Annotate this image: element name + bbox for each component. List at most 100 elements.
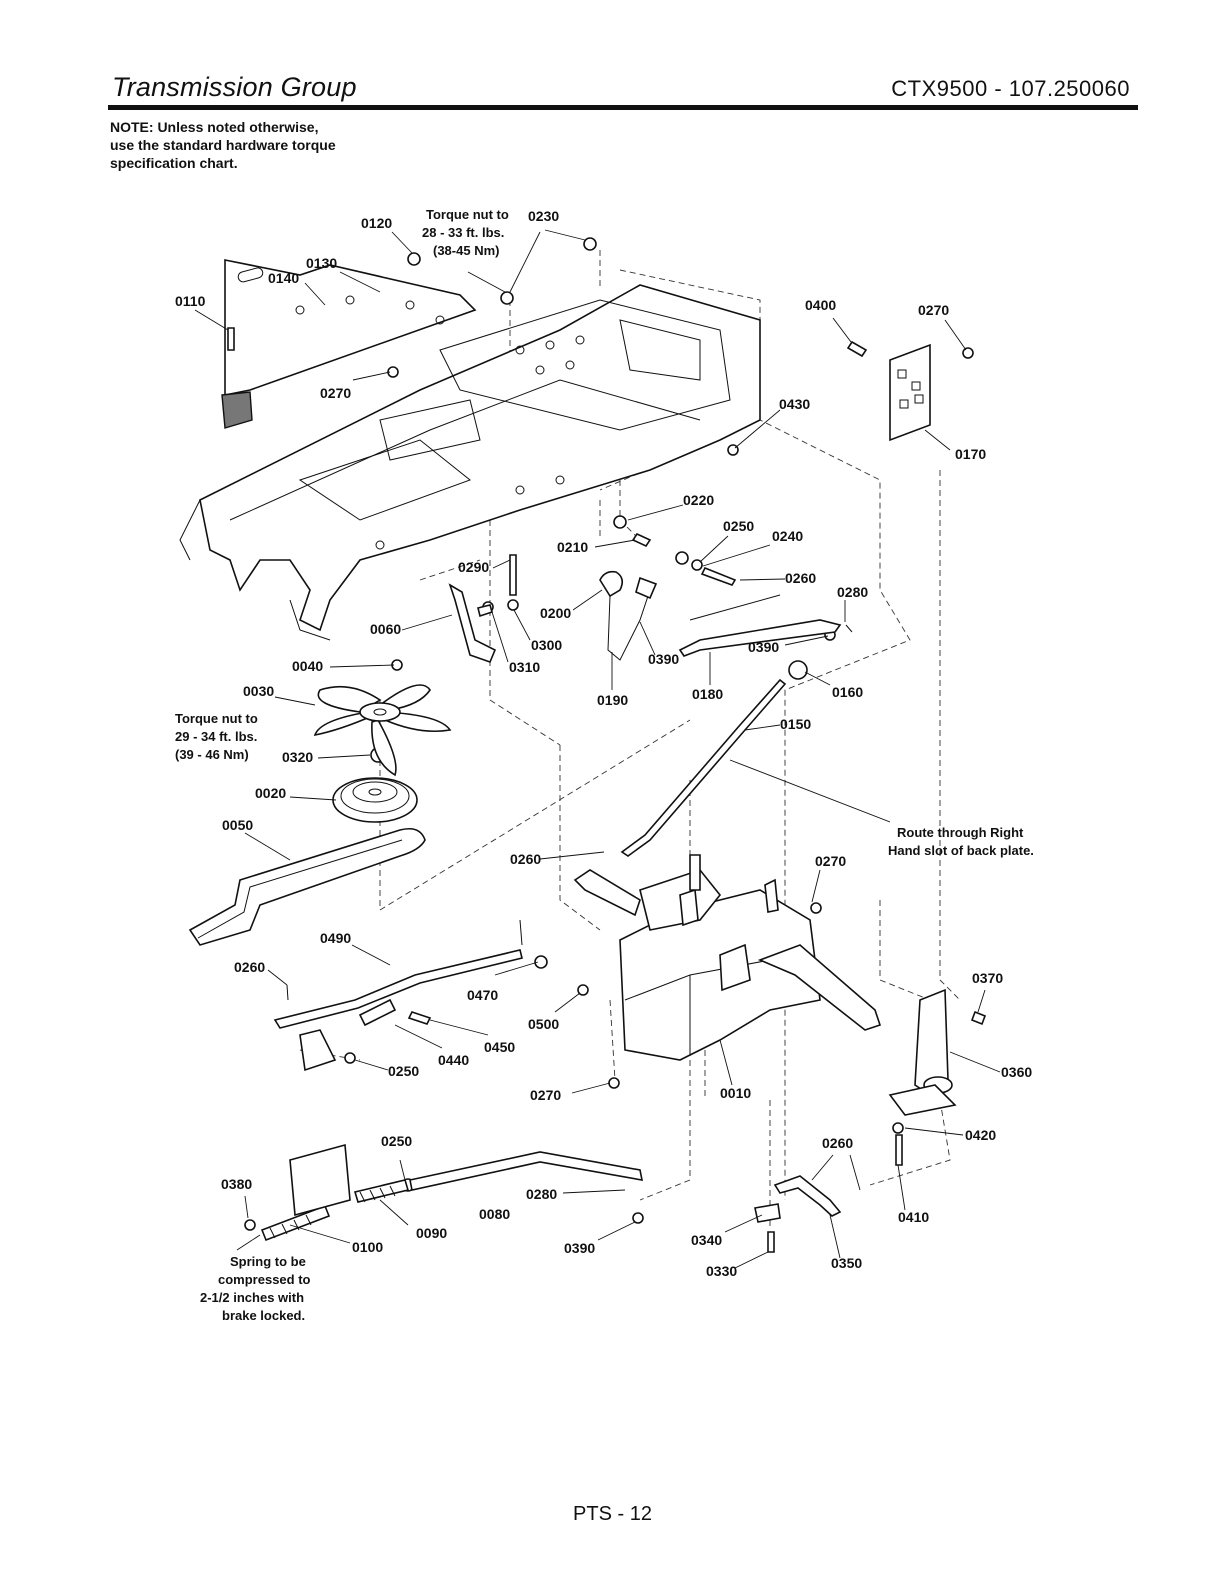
washer-0240-icon: [691, 559, 703, 571]
pedal-bracket: [448, 570, 658, 664]
spring-annotation: brake locked.: [222, 1308, 305, 1323]
brake-bracket-0250: [289, 1143, 351, 1217]
part-label: 0410: [898, 1209, 929, 1225]
bushing-0470-icon: [534, 955, 548, 969]
nut-top-icon: [500, 291, 514, 305]
part-label: 0440: [438, 1052, 469, 1068]
part-label: 0060: [370, 621, 401, 637]
part-label: 0250: [723, 518, 754, 534]
torque-annotation-top: Torque nut to: [426, 207, 509, 222]
spring-annotation: Spring to be: [230, 1254, 306, 1269]
frame-chassis: [179, 284, 761, 641]
rods: [678, 594, 853, 657]
part-label: 0260: [234, 959, 265, 975]
bolt-0110-icon: [227, 327, 235, 351]
torque-annotation-left: (39 - 46 Nm): [175, 747, 249, 762]
part-label: 0050: [222, 817, 253, 833]
bolt-0400-icon: [846, 340, 868, 358]
routing-annotation: Hand slot of back plate.: [888, 843, 1034, 858]
pulley: [332, 777, 418, 823]
part-label: 0390: [648, 651, 679, 667]
part-label: 0200: [540, 605, 571, 621]
part-label: 0260: [510, 851, 541, 867]
leader-lines: [194, 229, 1001, 1269]
part-label: 0290: [458, 559, 489, 575]
nut-0270b-icon: [962, 347, 974, 359]
part-label: 0140: [268, 270, 299, 286]
part-label: 0390: [748, 639, 779, 655]
part-label: 0310: [509, 659, 540, 675]
part-label: 0260: [822, 1135, 853, 1151]
washer-0390b-icon: [632, 1212, 644, 1224]
bolt-0450-icon: [407, 1011, 432, 1025]
part-label: 0370: [972, 970, 1003, 986]
bolt-0410-icon: [895, 1134, 903, 1166]
part-label: 0380: [221, 1176, 252, 1192]
transaxle: [573, 854, 882, 1061]
part-label: 0030: [243, 683, 274, 699]
part-label: 0270: [530, 1087, 561, 1103]
part-label: 0360: [1001, 1064, 1032, 1080]
note-line: use the standard hardware torque: [110, 137, 336, 153]
part-label: 0210: [557, 539, 588, 555]
pin-0210-icon: [631, 532, 652, 548]
part-label: 0110: [175, 293, 206, 309]
part-label: 0250: [381, 1133, 412, 1149]
torque-annotation-top: (38-45 Nm): [433, 243, 499, 258]
part-label: 0230: [528, 208, 559, 224]
part-label: 0240: [772, 528, 803, 544]
nut-0270d-icon: [608, 1077, 620, 1089]
part-label: 0500: [528, 1016, 559, 1032]
spacer-0250-icon: [675, 551, 689, 565]
block-0340-icon: [754, 1203, 781, 1223]
part-label: 0170: [955, 446, 986, 462]
note-line: specification chart.: [110, 155, 238, 171]
part-label: 0130: [306, 255, 337, 271]
nut-0230-icon: [583, 237, 597, 251]
part-label: 0300: [531, 637, 562, 653]
part-label: 0490: [320, 930, 351, 946]
bolt-0370-icon: [970, 1010, 987, 1026]
part-label: 0320: [282, 749, 313, 765]
nut-0300-icon: [507, 599, 519, 611]
drive-belt: [188, 827, 426, 946]
header-rule: [108, 105, 1138, 110]
part-label: 0390: [564, 1240, 595, 1256]
part-label: 0270: [815, 853, 846, 869]
part-label: 0040: [292, 658, 323, 674]
part-label: 0150: [780, 716, 811, 732]
shift-rod: [620, 678, 787, 857]
washer-0380-icon: [244, 1219, 256, 1231]
spring-annotation: compressed to: [218, 1272, 311, 1287]
torque-annotation-top: 28 - 33 ft. lbs.: [422, 225, 504, 240]
part-label: 0090: [416, 1225, 447, 1241]
part-label: 0250: [388, 1063, 419, 1079]
back-plate-bracket: [889, 343, 931, 442]
part-label: 0010: [720, 1085, 751, 1101]
part-label: 0080: [479, 1206, 510, 1222]
washer-0420-icon: [892, 1122, 904, 1134]
part-label: 0340: [691, 1232, 722, 1248]
page-number: PTS - 12: [573, 1503, 652, 1525]
linkage-arm: [273, 919, 523, 1072]
torque-annotation-left: 29 - 34 ft. lbs.: [175, 729, 257, 744]
torque-annotation-left: Torque nut to: [175, 711, 258, 726]
rear-bracket: [888, 988, 957, 1116]
brake-rod-assembly: [260, 1143, 842, 1242]
part-label: 0430: [779, 396, 810, 412]
part-label: 0270: [320, 385, 351, 401]
nut-0270c-icon: [810, 902, 822, 914]
bolt-0240-icon: [700, 566, 737, 586]
bushing-0220-icon: [613, 515, 627, 529]
part-number-labels: 0120 0230 0130 0140 0110 0270 0400 0270 …: [175, 208, 1032, 1279]
part-label: 0180: [692, 686, 723, 702]
bushing-0160-icon: [788, 660, 808, 680]
note-line: NOTE: Unless noted otherwise,: [110, 119, 319, 135]
cover-plate: [221, 259, 477, 429]
spring-annotation: 2-1/2 inches with: [200, 1290, 304, 1305]
nut-0120-icon: [407, 252, 421, 266]
part-label: 0020: [255, 785, 286, 801]
part-label: 0270: [918, 302, 949, 318]
part-label: 0330: [706, 1263, 737, 1279]
